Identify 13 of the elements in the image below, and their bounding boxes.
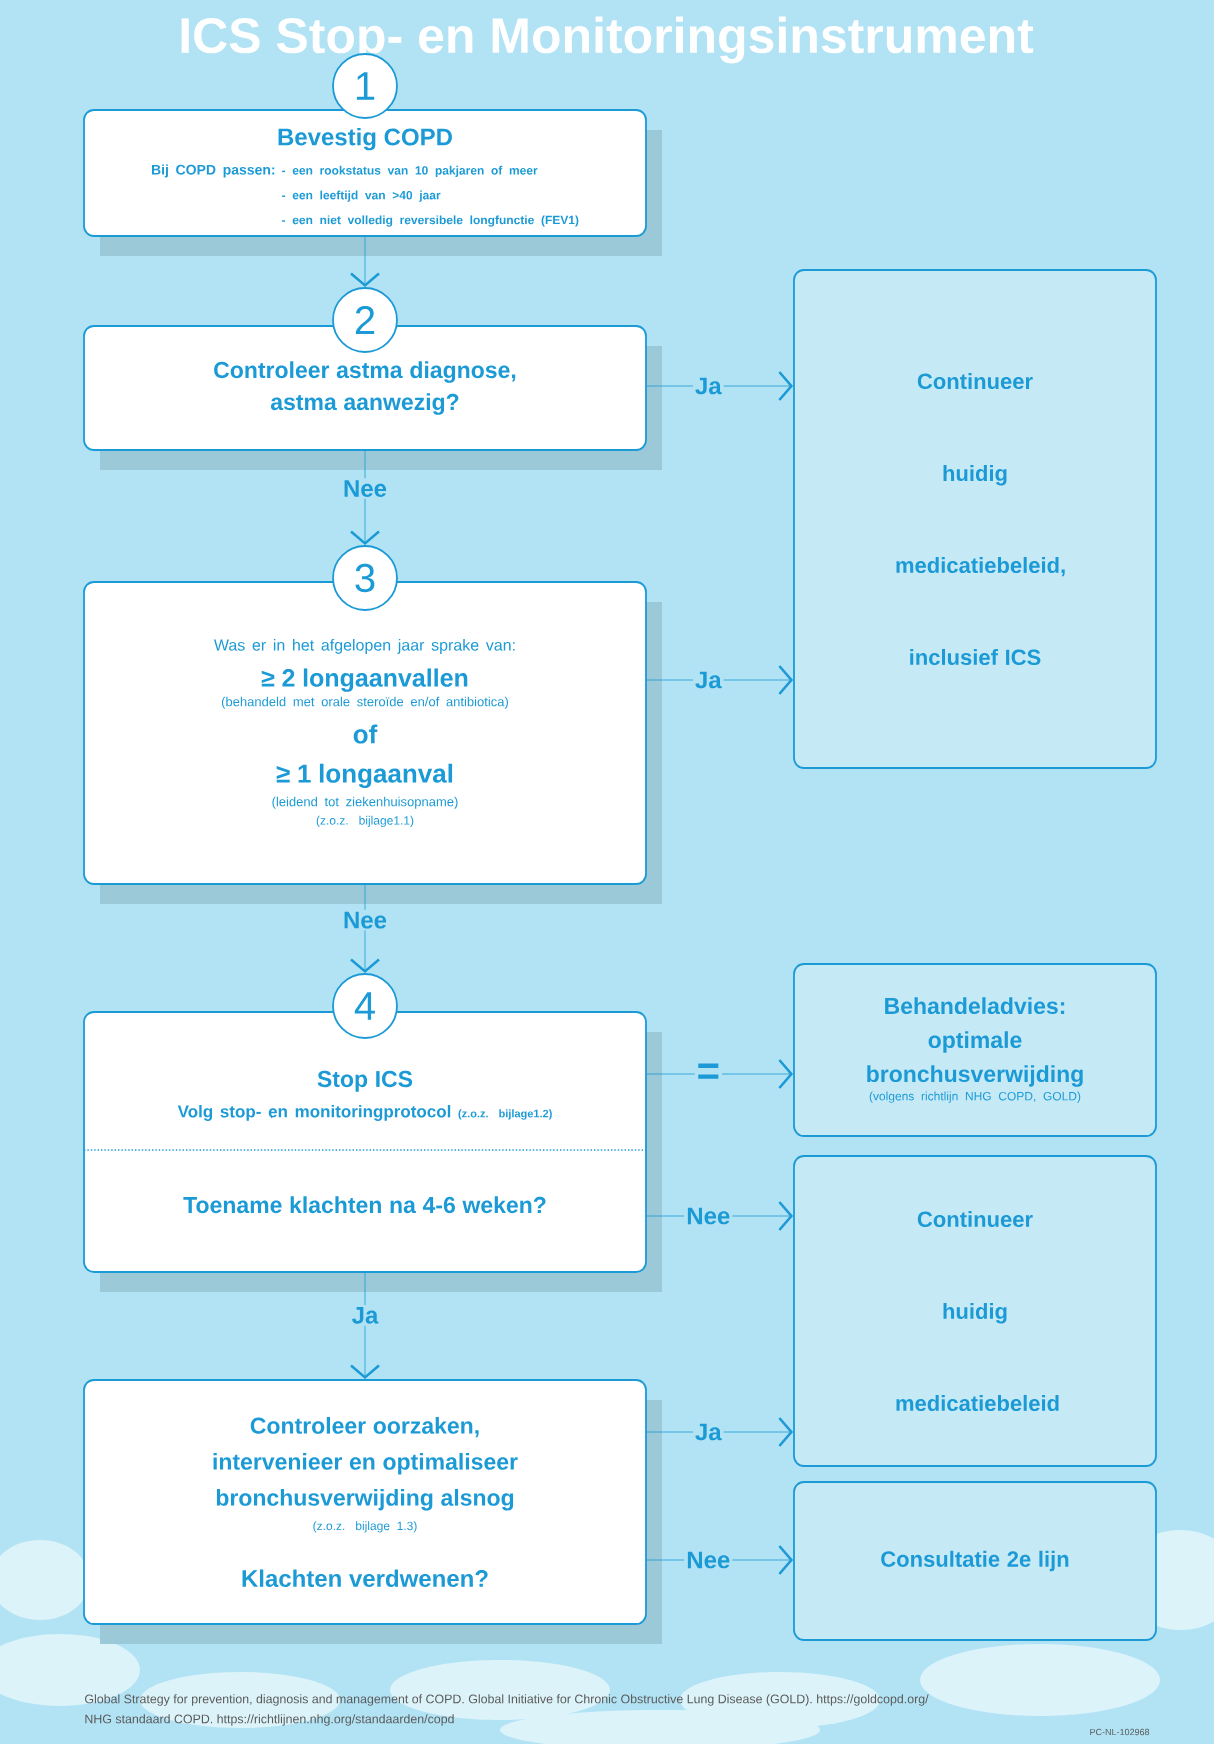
arrow bbox=[646, 665, 794, 695]
edge-label: Nee bbox=[684, 1549, 733, 1571]
outcome-box: Consultatie 2e lijn bbox=[793, 1481, 1157, 1641]
arrow bbox=[350, 236, 380, 288]
outcome-box: Continueer huidig medicatiebeleid bbox=[793, 1155, 1157, 1467]
edge-label: Nee bbox=[684, 1205, 733, 1227]
outcome-box: Continueer huidig medicatiebeleid, inclusief ICS bbox=[793, 269, 1157, 769]
arrow bbox=[646, 1417, 794, 1447]
arrow bbox=[646, 371, 794, 401]
arrow bbox=[646, 1059, 794, 1089]
edge-label: Nee bbox=[341, 478, 389, 499]
arrow bbox=[350, 1272, 380, 1380]
edge-label: Ja bbox=[349, 1305, 381, 1326]
